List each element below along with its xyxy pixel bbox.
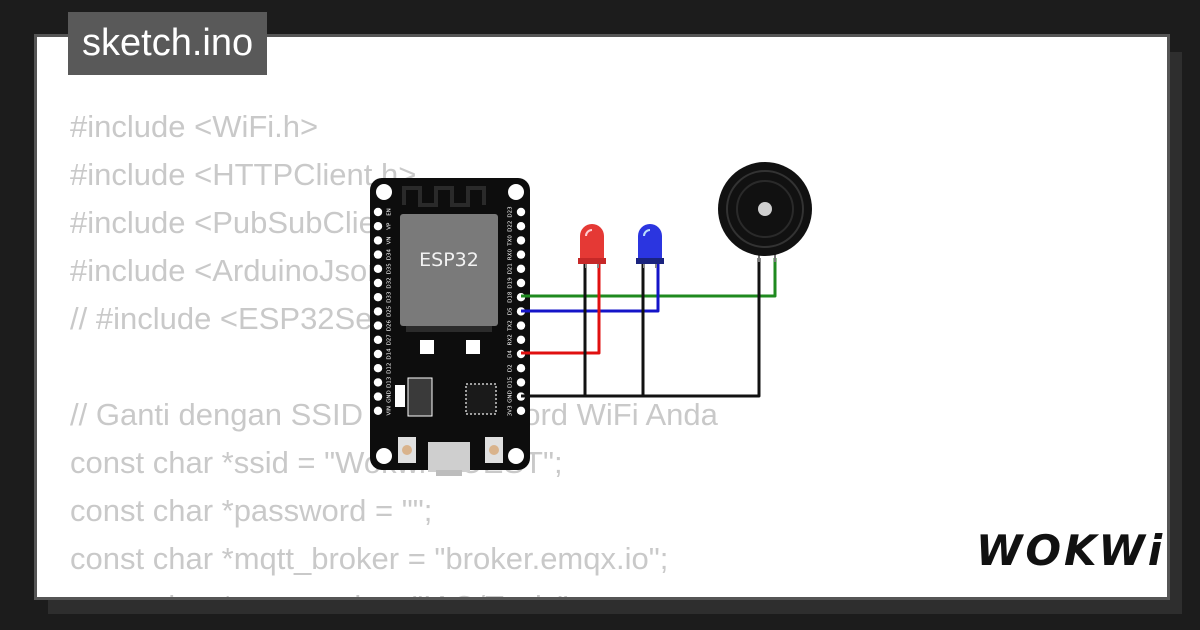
pin-label: D15	[508, 376, 514, 388]
blue-wire	[521, 262, 660, 313]
pin-label: D25	[387, 305, 393, 317]
pin-label: D26	[387, 319, 393, 331]
pin-label: D4	[508, 350, 514, 358]
black-wire-buzzer	[521, 258, 761, 398]
pin-label: D23	[508, 206, 514, 218]
pin-hole[interactable]	[516, 335, 526, 344]
pin-label: D5	[508, 307, 514, 315]
pin-label: GND	[508, 390, 514, 403]
pin-label: VN	[387, 236, 393, 244]
esp32-module	[400, 214, 498, 326]
pin-label: D34	[387, 248, 393, 260]
pin-hole[interactable]	[516, 236, 526, 245]
pin-label: D27	[387, 334, 393, 346]
pin-hole[interactable]	[373, 207, 383, 217]
wires	[521, 258, 777, 398]
pin-hole[interactable]	[516, 222, 526, 231]
pin-label: 3V3	[508, 405, 514, 416]
code-line: #include <WiFi.h>	[70, 109, 319, 144]
pin-label: D19	[508, 277, 514, 289]
pin-label: D14	[387, 348, 393, 360]
pin-hole[interactable]	[373, 307, 383, 316]
pin-hole[interactable]	[516, 250, 526, 259]
buzzer[interactable]	[718, 162, 812, 262]
code-line: const char *password = "";	[70, 493, 433, 528]
esp32-label: ESP32	[419, 249, 479, 271]
pin-hole[interactable]	[373, 378, 383, 387]
pin-hole[interactable]	[516, 207, 526, 217]
pin-label: TX2	[508, 320, 514, 332]
blue-led[interactable]	[636, 224, 664, 268]
code-line: const char *mqtt_broker = "broker.emqx.i…	[70, 541, 669, 576]
pin-hole[interactable]	[516, 406, 526, 415]
pin-hole[interactable]	[373, 321, 383, 330]
pin-hole[interactable]	[516, 364, 526, 373]
pin-label: D22	[508, 221, 514, 232]
wokwi-logo: WOKWi	[976, 526, 1166, 575]
pin-label: D33	[387, 291, 393, 303]
pin-label: D2	[508, 364, 514, 372]
pin-hole[interactable]	[373, 364, 383, 373]
pin-hole[interactable]	[516, 278, 526, 288]
pin-hole[interactable]	[373, 406, 383, 415]
code-line: const char *mqtt_topic = "IAQ/Topic";	[70, 583, 718, 597]
pin-label: VP	[387, 222, 393, 230]
pin-hole[interactable]	[516, 264, 526, 273]
pin-hole[interactable]	[373, 349, 383, 359]
pin-label: D32	[387, 277, 393, 288]
pin-label: D13	[387, 376, 393, 388]
pin-label: VIN	[387, 406, 393, 416]
filename-tab: sketch.ino	[68, 12, 268, 75]
pin-hole[interactable]	[373, 250, 383, 259]
code-line: #include <HTTPClient.h>	[70, 157, 417, 192]
red-wire	[521, 262, 601, 355]
red-led[interactable]	[578, 224, 606, 268]
pin-hole[interactable]	[516, 378, 526, 387]
green-wire	[521, 258, 777, 298]
pin-label: D35	[387, 263, 393, 275]
pin-label: TX0	[508, 235, 514, 247]
pin-label: GND	[387, 390, 393, 403]
pin-hole[interactable]	[373, 293, 383, 302]
pin-label: D12	[387, 363, 393, 374]
pin-hole[interactable]	[516, 321, 526, 330]
pin-label: D18	[508, 291, 514, 303]
esp32-board: ESP32 ENVPVND34D35D32D33D25D26D27D14D12D…	[370, 178, 530, 476]
pin-label: D21	[508, 263, 514, 274]
pin-label: RX0	[508, 249, 514, 261]
pin-hole[interactable]	[373, 222, 383, 231]
pin-label: EN	[387, 208, 393, 216]
black-wire-blue-led	[521, 262, 645, 398]
pin-hole[interactable]	[373, 278, 383, 288]
pin-hole[interactable]	[373, 392, 383, 401]
pin-hole[interactable]	[373, 335, 383, 344]
pin-hole[interactable]	[373, 236, 383, 245]
pin-label: RX2	[508, 334, 514, 345]
pin-hole[interactable]	[373, 264, 383, 273]
black-wire-red-led	[521, 262, 587, 398]
